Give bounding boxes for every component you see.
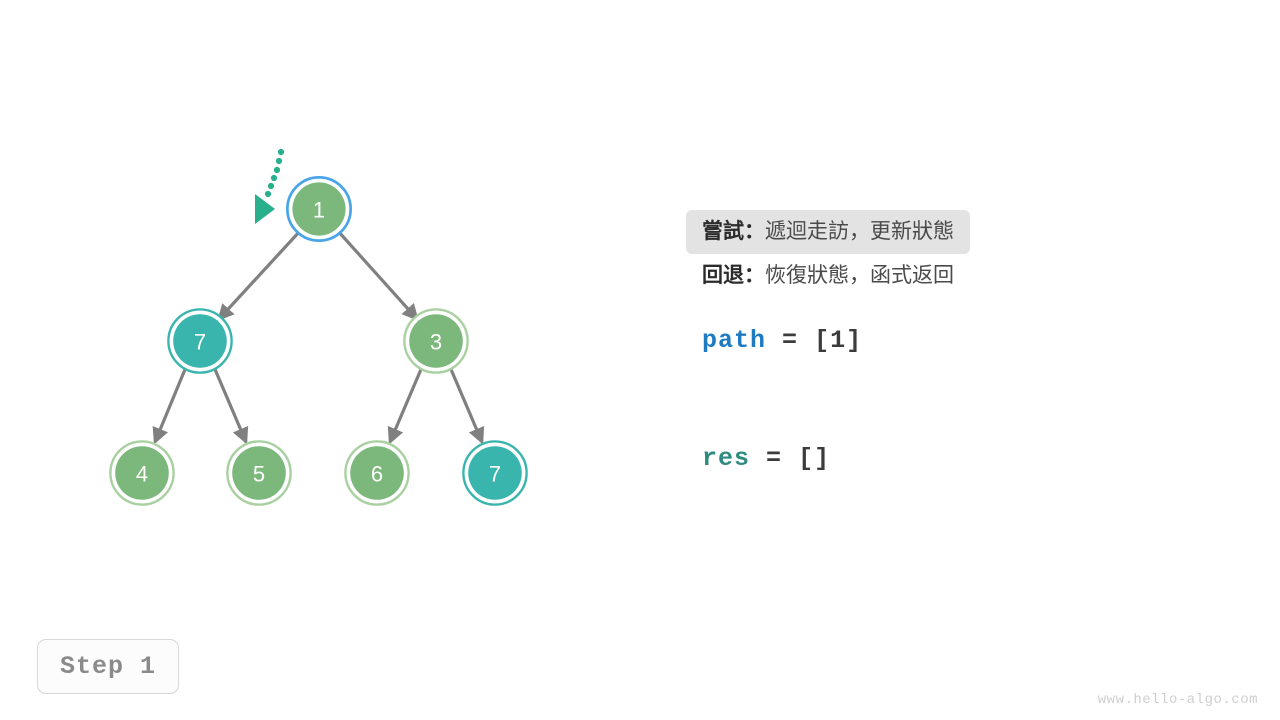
node-gap	[346, 442, 408, 504]
step-badge: Step 1	[37, 639, 179, 694]
tree-node-5[interactable]: 5	[226, 440, 292, 506]
variable-path-name: path	[702, 326, 767, 355]
node-ring	[403, 308, 469, 374]
node-body	[173, 314, 227, 368]
node-ring	[109, 440, 175, 506]
tree-node-3[interactable]: 3	[403, 308, 469, 374]
variable-path-equals: =	[782, 326, 799, 355]
node-ring	[286, 176, 352, 242]
node-label: 7	[194, 330, 206, 355]
tree-node-4[interactable]: 4	[109, 440, 175, 506]
traversal-pointer-icon	[255, 148, 285, 224]
node-gap	[111, 442, 173, 504]
explanation-panel: 嘗試：遞迴走訪，更新狀態 回退：恢復狀態，函式返回 path = [1] res…	[686, 210, 1246, 471]
tree-node-7-right[interactable]: 7	[462, 440, 528, 506]
edge-3-7	[448, 366, 485, 445]
node-body	[409, 314, 463, 368]
node-gap	[464, 442, 526, 504]
edge-1-3	[336, 229, 419, 321]
node-label: 3	[430, 330, 442, 355]
caption-backtrack-lead: 回退：	[702, 264, 765, 287]
node-body	[232, 446, 286, 500]
caption-backtrack-body: 恢復狀態，函式返回	[765, 264, 954, 287]
caption-backtrack: 回退：恢復狀態，函式返回	[686, 254, 970, 298]
tree-edges	[152, 229, 485, 445]
node-gap	[288, 178, 350, 240]
variable-res-equals: =	[766, 444, 783, 473]
step-badge-label: Step 1	[59, 652, 156, 681]
caption-try: 嘗試：遞迴走訪，更新狀態	[686, 210, 970, 254]
node-gap	[228, 442, 290, 504]
node-body	[292, 182, 346, 236]
tree-nodes: 1 7 3 4	[109, 176, 528, 506]
edge-7-4	[152, 366, 188, 445]
variable-res-name: res	[702, 444, 751, 473]
node-ring	[226, 440, 292, 506]
node-ring	[344, 440, 410, 506]
tree-node-1[interactable]: 1	[286, 176, 352, 242]
edge-3-6	[387, 366, 424, 445]
edge-1-7	[217, 229, 302, 321]
node-label: 1	[313, 198, 325, 223]
variable-path-value: [1]	[814, 326, 863, 355]
node-label: 5	[253, 462, 265, 487]
variable-res: res = []	[702, 446, 830, 471]
node-label: 4	[136, 462, 148, 487]
site-watermark: www.hello-algo.com	[1097, 692, 1258, 708]
caption-try-lead: 嘗試：	[702, 220, 765, 243]
node-body	[115, 446, 169, 500]
edge-7-5	[212, 366, 249, 445]
caption-try-body: 遞迴走訪，更新狀態	[765, 220, 954, 243]
node-body	[350, 446, 404, 500]
node-ring	[167, 308, 233, 374]
node-label: 7	[489, 462, 501, 487]
node-gap	[405, 310, 467, 372]
binary-tree-figure: 1 7 3 4	[109, 148, 528, 506]
node-gap	[169, 310, 231, 372]
node-ring	[462, 440, 528, 506]
tree-node-6[interactable]: 6	[344, 440, 410, 506]
variable-res-value: []	[798, 444, 831, 473]
node-body	[468, 446, 522, 500]
tree-node-7-left[interactable]: 7	[167, 308, 233, 374]
node-label: 6	[371, 462, 383, 487]
variable-path: path = [1]	[702, 328, 862, 353]
